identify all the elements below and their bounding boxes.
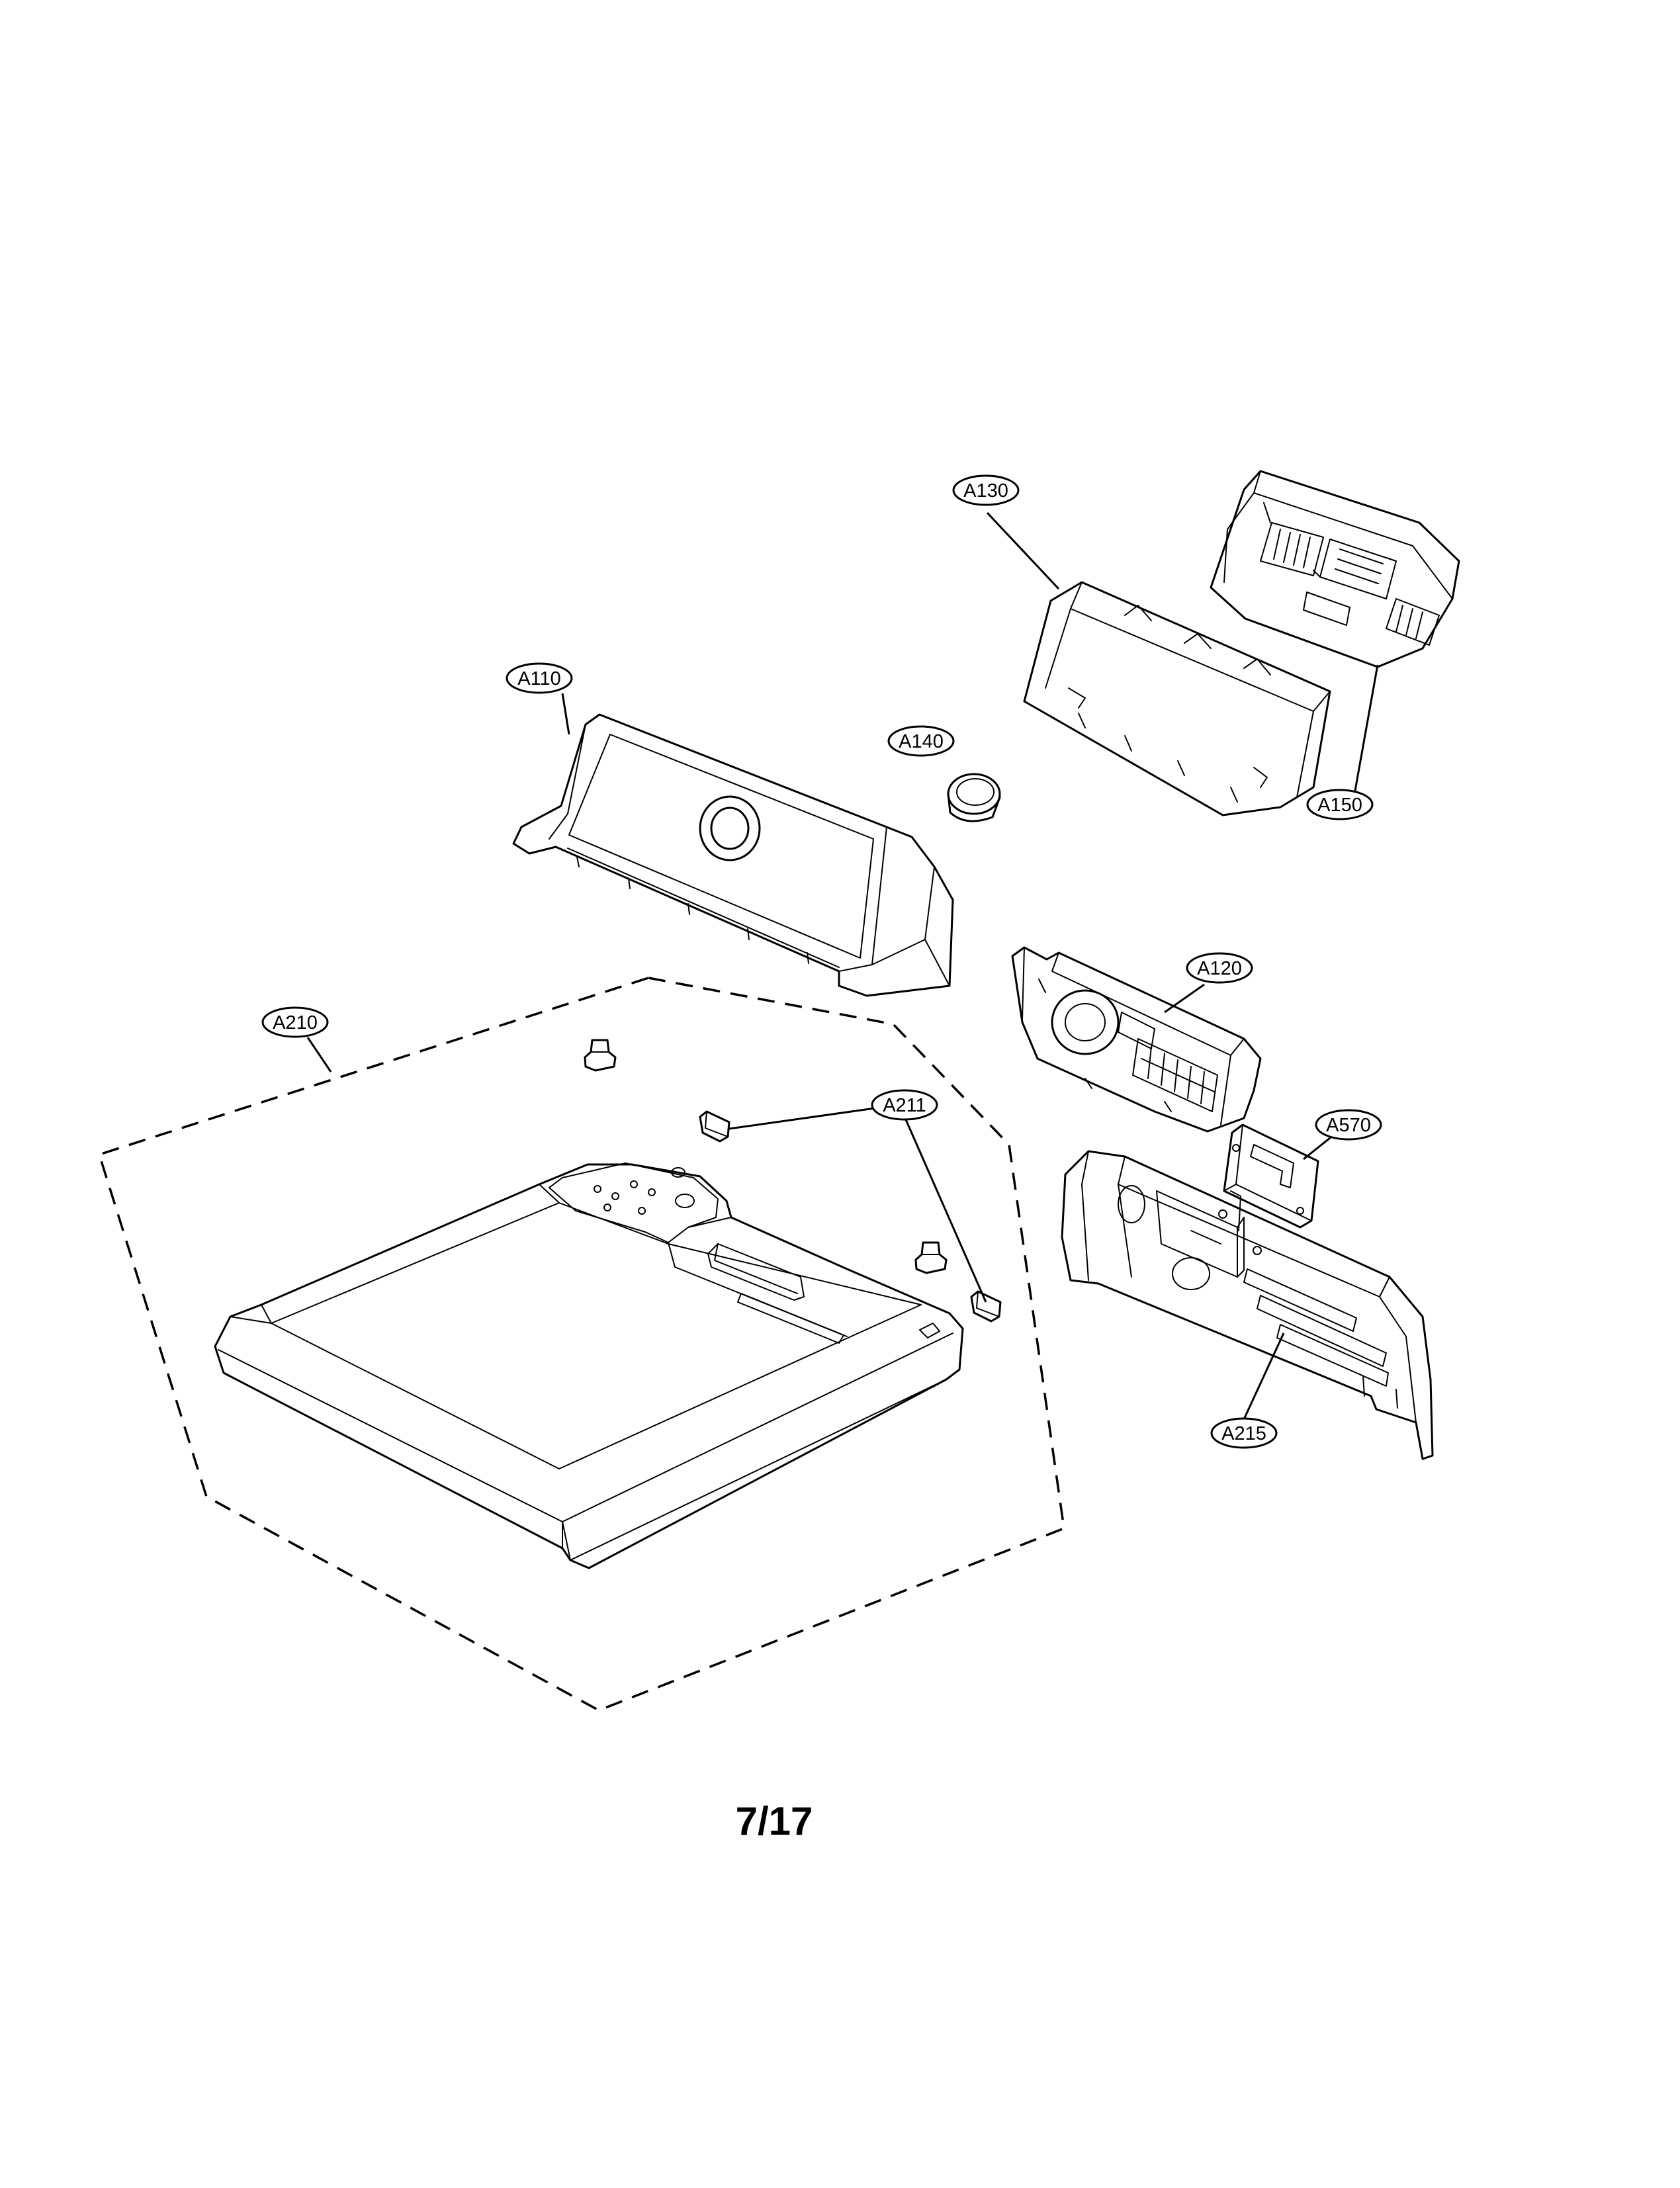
part-a210-top-cover-group (97, 977, 1065, 1712)
svg-text:A570: A570 (1326, 1115, 1371, 1136)
svg-text:A210: A210 (273, 1012, 318, 1033)
part-a140-knob (947, 773, 1001, 822)
page-number: 7/17 (735, 1799, 813, 1843)
callout-a211: A211 (871, 1089, 938, 1121)
svg-text:A150: A150 (1317, 795, 1362, 816)
part-a211-hinges (699, 1110, 1002, 1323)
svg-text:A215: A215 (1221, 1423, 1266, 1444)
part-a570-bracket (1223, 1123, 1319, 1229)
callout-a140: A140 (887, 725, 955, 757)
svg-text:A211: A211 (883, 1095, 926, 1116)
callout-a570: A570 (1315, 1109, 1382, 1141)
svg-text:A140: A140 (899, 731, 944, 752)
svg-text:A110: A110 (517, 668, 561, 689)
callout-a215: A215 (1210, 1417, 1278, 1449)
part-a150-pcb-cover (1210, 470, 1460, 668)
bumper-left (584, 1039, 617, 1072)
callout-a120: A120 (1186, 952, 1253, 984)
part-a120-control-pcb (1011, 946, 1262, 1133)
svg-text:A120: A120 (1197, 958, 1242, 979)
leader-lines (306, 511, 1379, 1420)
svg-text:A130: A130 (963, 480, 1008, 502)
bumper-right (914, 1241, 948, 1274)
part-a110-control-panel (512, 713, 954, 997)
callout-a150: A150 (1306, 789, 1374, 820)
part-a215-rear-panel (1061, 1150, 1434, 1460)
callout-a130: A130 (952, 474, 1020, 506)
callout-a110: A110 (506, 662, 573, 694)
callout-a210: A210 (261, 1006, 329, 1038)
part-a130-main-pcb (1023, 581, 1331, 816)
